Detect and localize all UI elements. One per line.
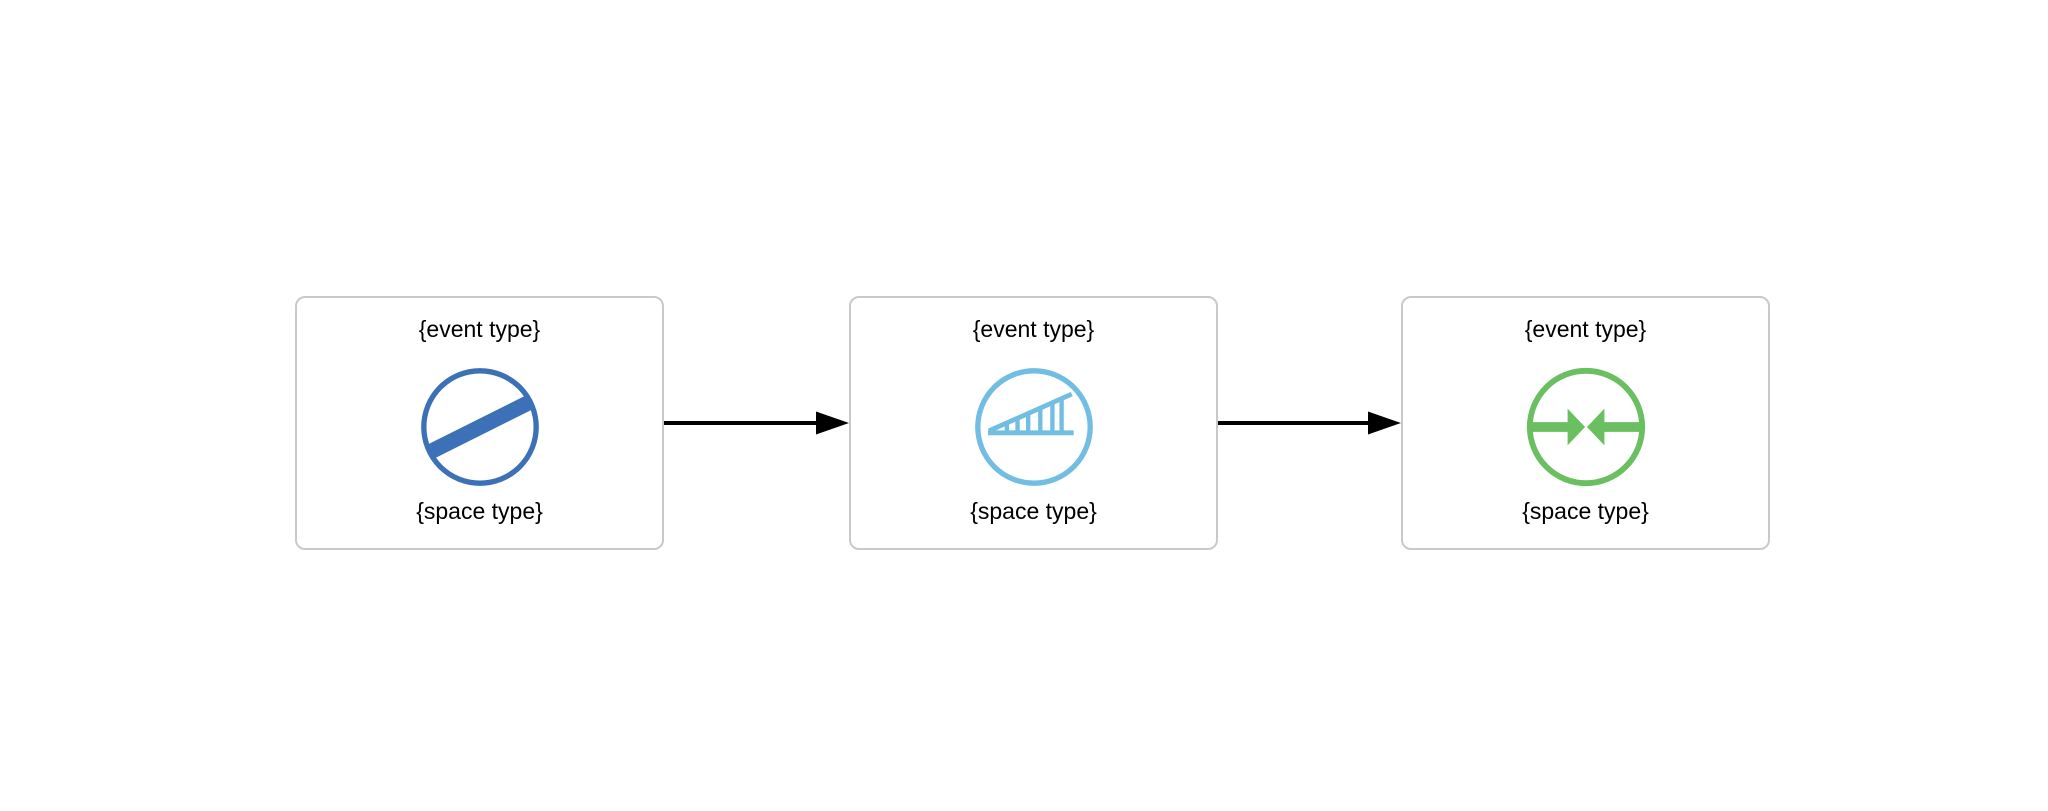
- crescendo-ramp-circle-icon: [972, 365, 1096, 489]
- space-type-label: {space type}: [1522, 498, 1649, 524]
- diagonal-stripe-circle-icon: [418, 365, 542, 489]
- converging-arrows-circle-icon: [1524, 365, 1648, 489]
- connector-arrow-2[interactable]: [1218, 403, 1401, 443]
- event-type-label: {event type}: [418, 316, 541, 342]
- circle-outline: [420, 368, 539, 486]
- right-arrow-icon: [1218, 411, 1401, 435]
- diagonal-stripe: [425, 394, 534, 460]
- event-type-label: {event type}: [972, 316, 1095, 342]
- space-type-label: {space type}: [970, 498, 1097, 524]
- circle-outline: [974, 368, 1093, 486]
- arrow-head: [1368, 411, 1401, 435]
- converging-arrows-circle-svg: [1526, 367, 1645, 487]
- space-type-label: {space type}: [416, 498, 543, 524]
- node-event-1[interactable]: {event type} {space type}: [295, 296, 664, 550]
- ramp-diagonal-line: [987, 391, 1073, 434]
- connector-arrow-1[interactable]: [664, 403, 849, 443]
- right-arrow-icon: [664, 411, 849, 435]
- node-event-2[interactable]: {event type} {space type}: [849, 296, 1218, 550]
- diagonal-stripe-circle-svg: [420, 368, 539, 486]
- node-event-3[interactable]: {event type} {space type}: [1401, 296, 1770, 550]
- left-converging-arrow: [1529, 408, 1585, 446]
- right-converging-arrow: [1586, 408, 1642, 446]
- event-type-label: {event type}: [1524, 316, 1647, 342]
- arrow-head: [816, 411, 849, 435]
- crescendo-ramp-circle-svg: [974, 368, 1093, 486]
